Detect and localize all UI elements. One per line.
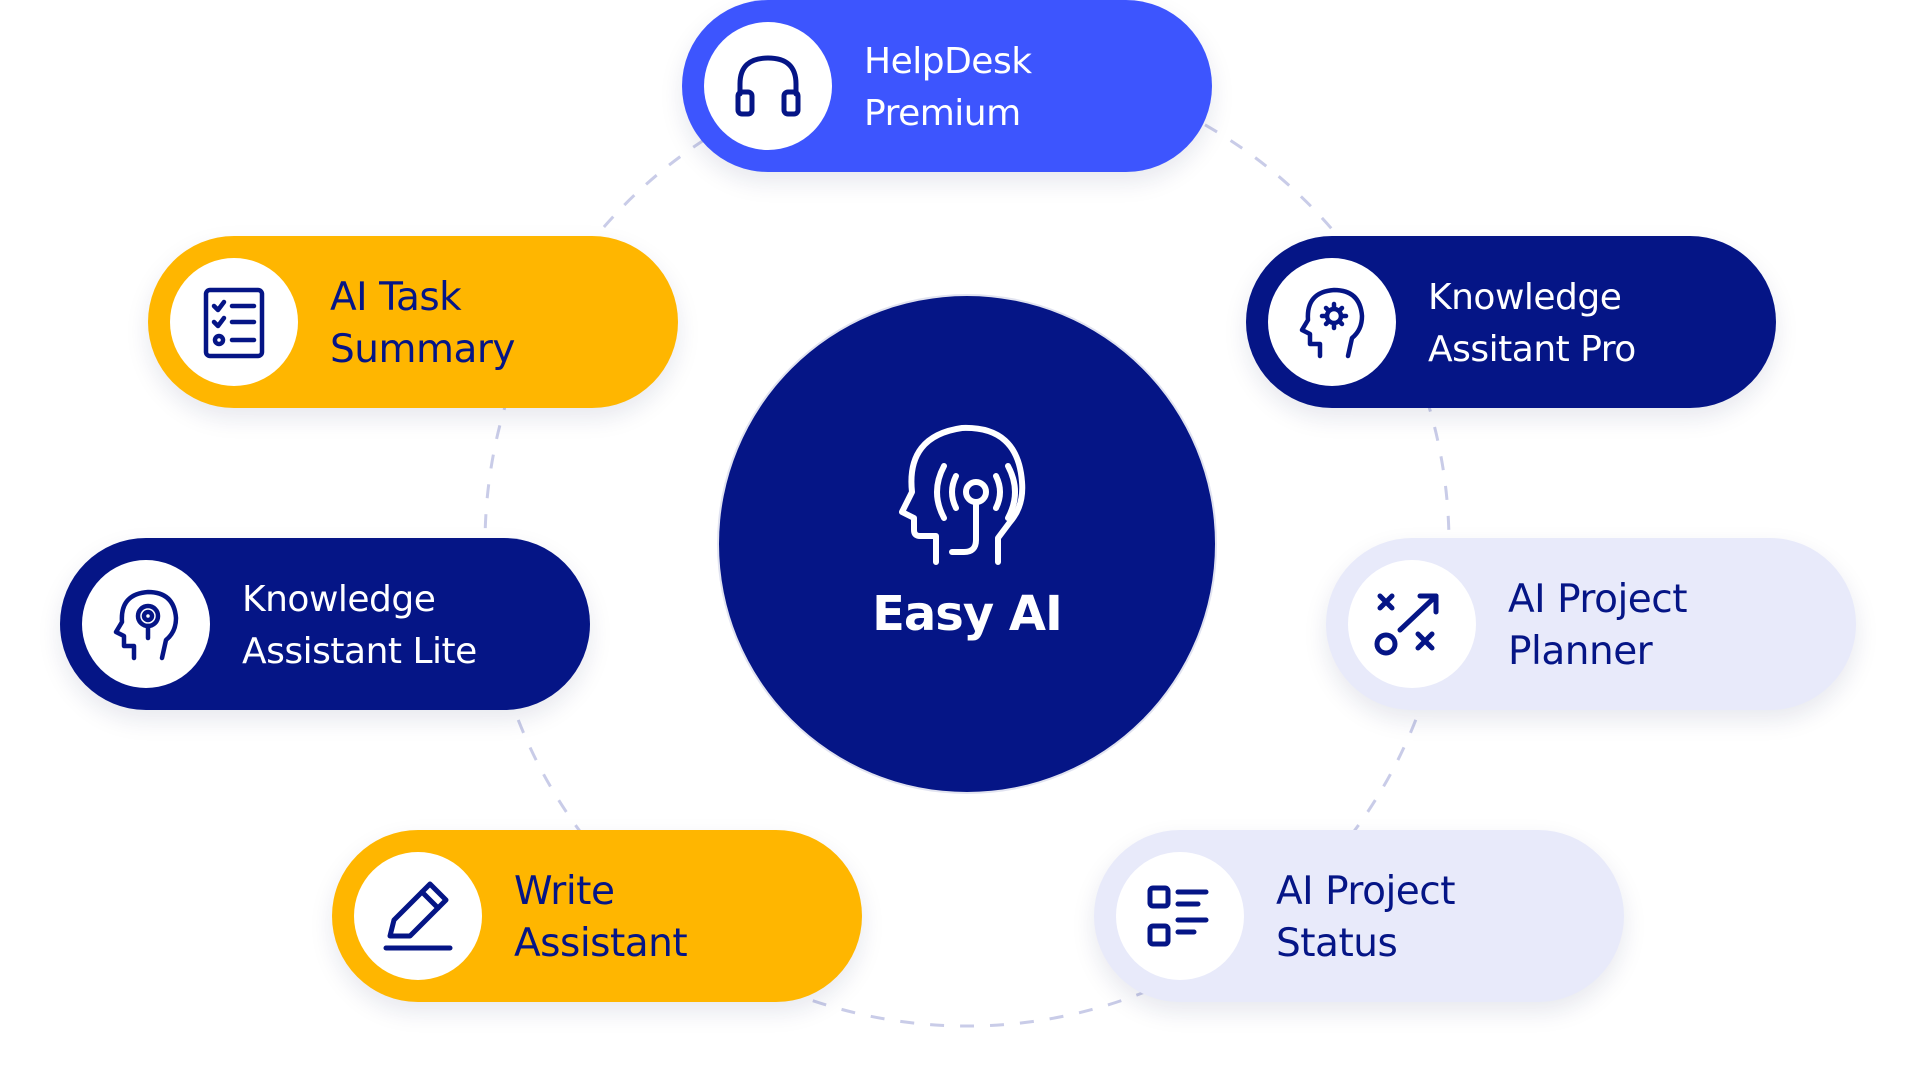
head-bulb-icon [113, 589, 179, 661]
icon-disc [704, 22, 832, 150]
node-label-line2: Premium [864, 93, 1021, 134]
node-label-line1: Knowledge [1428, 277, 1622, 318]
node-label: AI Project Status [1276, 866, 1456, 970]
node-label-line1: Knowledge [242, 579, 436, 620]
node-label: Knowledge Assitant Pro [1428, 272, 1636, 376]
pen-icon [383, 881, 453, 951]
head-broadcast-icon [899, 424, 1026, 565]
node-label: HelpDesk Premium [864, 36, 1032, 140]
node-ai-task-summary[interactable]: AI Task Summary [148, 236, 678, 408]
node-label-line1: AI Task [330, 275, 462, 320]
head-gear-icon [1299, 287, 1365, 359]
node-label-line2: Assistant Lite [242, 631, 477, 672]
node-label: AI Project Planner [1508, 574, 1688, 678]
task-list-icon [203, 287, 265, 359]
node-ai-project-status[interactable]: AI Project Status [1094, 830, 1624, 1002]
node-label-line2: Assitant Pro [1428, 329, 1636, 370]
node-label-line2: Assistant [514, 921, 688, 966]
node-label-line1: Write [514, 869, 615, 914]
node-label-line2: Summary [330, 327, 515, 372]
node-label: Knowledge Assistant Lite [242, 574, 477, 678]
strategy-icon [1374, 593, 1439, 656]
node-label-line1: AI Project [1508, 577, 1688, 622]
checklist-squares-icon [1147, 885, 1209, 947]
icon-disc [1268, 258, 1396, 386]
node-label: Write Assistant [514, 866, 688, 970]
node-label-line1: HelpDesk [864, 41, 1032, 82]
node-knowledge-assistant-lite[interactable]: Knowledge Assistant Lite [60, 538, 590, 710]
headphones-icon [735, 55, 801, 117]
node-helpdesk-premium[interactable]: HelpDesk Premium [682, 0, 1212, 172]
node-ai-project-planner[interactable]: AI Project Planner [1326, 538, 1856, 710]
icon-disc [354, 852, 482, 980]
icon-disc [1116, 852, 1244, 980]
node-label-line2: Status [1276, 921, 1398, 966]
node-label-line1: AI Project [1276, 869, 1456, 914]
icon-disc [1348, 560, 1476, 688]
icon-disc [170, 258, 298, 386]
node-label: AI Task Summary [330, 272, 515, 376]
hub-label: Easy AI [872, 586, 1063, 642]
center-hub: Easy AI [719, 296, 1215, 792]
icon-disc [82, 560, 210, 688]
node-write-assistant[interactable]: Write Assistant [332, 830, 862, 1002]
node-knowledge-assistant-pro[interactable]: Knowledge Assitant Pro [1246, 236, 1776, 408]
node-label-line2: Planner [1508, 629, 1653, 674]
